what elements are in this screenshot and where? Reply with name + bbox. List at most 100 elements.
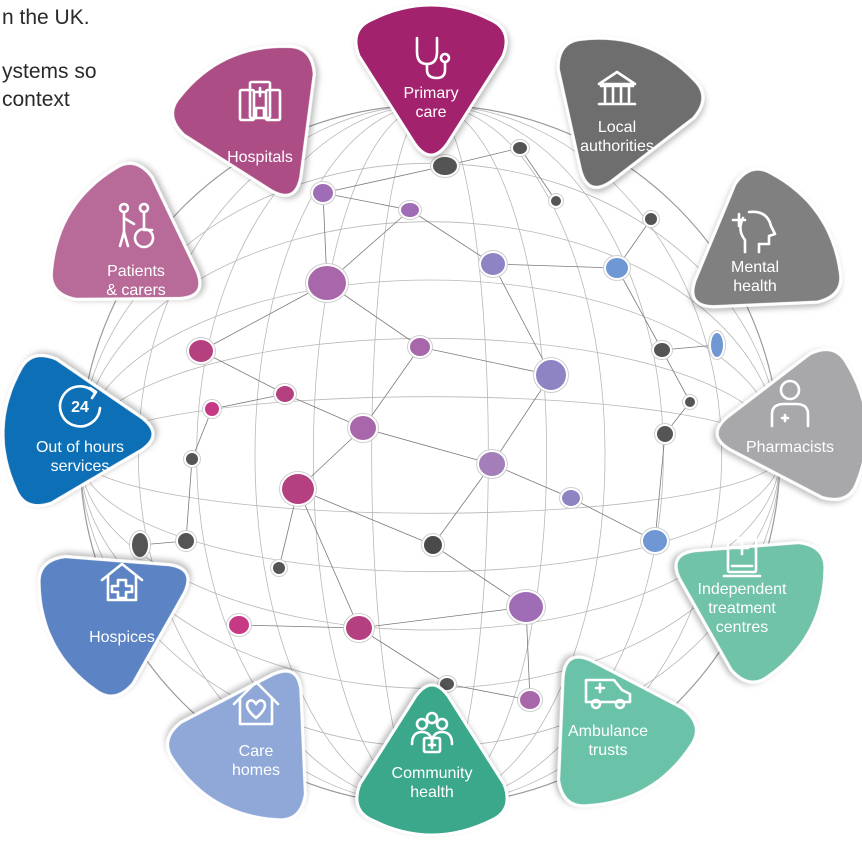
network-node	[186, 453, 198, 465]
intro-text-line-3: context	[2, 88, 70, 111]
tile-shape	[674, 541, 827, 684]
network-node	[562, 490, 580, 506]
tile-label-line: health	[733, 278, 777, 295]
hospital-bed-icon	[722, 536, 762, 578]
tile-shape	[557, 655, 698, 808]
tile-hospices: Hospices	[37, 555, 190, 698]
tile-label-line: care	[415, 104, 446, 121]
tile-label-line: authorities	[580, 138, 654, 155]
ambulance-icon	[584, 678, 632, 710]
tile-icon-wrap	[238, 80, 282, 122]
service-tiles: PrimarycareLocalauthoritiesMentalhealthP…	[1, 3, 862, 837]
tile-shape	[691, 167, 843, 309]
tile-shape	[37, 555, 190, 698]
network-node	[273, 562, 285, 574]
tile-label-line: Hospitals	[227, 149, 293, 166]
tile-icon-wrap	[584, 678, 632, 710]
tile-label-line: homes	[232, 762, 280, 779]
house-heart-icon	[232, 680, 280, 726]
network-node	[276, 386, 294, 402]
tile-label-line: Hospices	[89, 629, 155, 646]
tile-label-line: Community	[392, 765, 473, 782]
tile-label-line: health	[410, 784, 454, 801]
tile-label-line: Primary	[403, 85, 458, 102]
tile-label-line: Mental	[731, 259, 779, 276]
network-link	[322, 192, 411, 211]
tile-mental-health: Mental health	[691, 167, 843, 309]
network-node	[401, 203, 419, 217]
network-node	[520, 691, 540, 709]
tile-patients: Patients& carers	[49, 161, 202, 301]
network-link	[519, 147, 557, 202]
network-node	[346, 616, 372, 640]
network-link	[654, 433, 666, 542]
town-hall-icon	[597, 70, 637, 106]
intro-text-line-2: ystems so	[2, 60, 97, 83]
stethoscope-icon	[415, 36, 451, 80]
tile-label-line: Local	[598, 119, 636, 136]
tile-pharmacists: Pharmacists	[715, 348, 862, 501]
tile-local-authorities: Local authorities	[556, 36, 705, 189]
tile-shape	[354, 3, 508, 157]
network-node	[479, 452, 505, 476]
tile-shape	[355, 683, 509, 837]
network-nodes	[129, 139, 726, 712]
tile-label-line: centres	[716, 619, 768, 636]
network-link	[492, 263, 618, 269]
network-link	[409, 209, 494, 265]
tile-independent: Independent treatment centres	[674, 536, 827, 684]
tile-label-line: trusts	[588, 742, 627, 759]
pharmacist-icon	[770, 379, 810, 428]
tile-shape	[49, 161, 202, 301]
network-link	[419, 346, 552, 376]
network-link	[211, 393, 286, 410]
intro-text-line-1: n the UK.	[2, 6, 90, 29]
network-node	[481, 253, 505, 275]
network-node	[440, 678, 454, 690]
network-node	[410, 338, 430, 356]
tile-community: Community health	[355, 683, 509, 837]
network-link	[238, 624, 360, 629]
network-node	[654, 343, 670, 357]
network-node	[645, 213, 657, 225]
network-node	[205, 402, 219, 416]
network-node	[685, 397, 695, 407]
tile-icon-wrap	[722, 536, 762, 578]
network-node	[282, 474, 314, 504]
network-link	[297, 488, 434, 546]
head-cross-icon	[731, 210, 777, 254]
network-node	[513, 142, 527, 154]
network-link	[616, 267, 663, 351]
tile-shape	[715, 348, 862, 501]
tile-label-line: Pharmacists	[746, 439, 834, 456]
network-link	[362, 427, 493, 465]
tile-label-line: treatment	[708, 600, 776, 617]
network-node	[350, 416, 376, 440]
tile-icon-wrap: 24	[58, 385, 102, 428]
network-link	[297, 488, 360, 629]
network-link	[200, 282, 328, 352]
network-node	[178, 533, 194, 549]
network-node	[433, 157, 457, 175]
network-link	[492, 263, 552, 376]
tile-icon-wrap	[232, 680, 280, 726]
24-hour-clock-icon: 24	[58, 385, 102, 428]
network-node	[606, 258, 628, 278]
network-link	[185, 458, 193, 542]
tile-shape	[1, 354, 155, 508]
hospice-cross-icon	[100, 562, 144, 602]
hospital-building-icon	[238, 80, 282, 122]
tile-icon-wrap	[770, 379, 810, 428]
community-people-icon	[410, 711, 454, 754]
tile-primary-care: Primary care	[354, 3, 508, 157]
patient-wheelchair-icon	[118, 202, 155, 249]
tile-label-line: Independent	[698, 581, 788, 598]
tile-label-line: Patients	[107, 263, 165, 280]
tile-label-line: services	[51, 458, 110, 475]
network-node	[313, 184, 333, 202]
network-link	[200, 350, 286, 395]
